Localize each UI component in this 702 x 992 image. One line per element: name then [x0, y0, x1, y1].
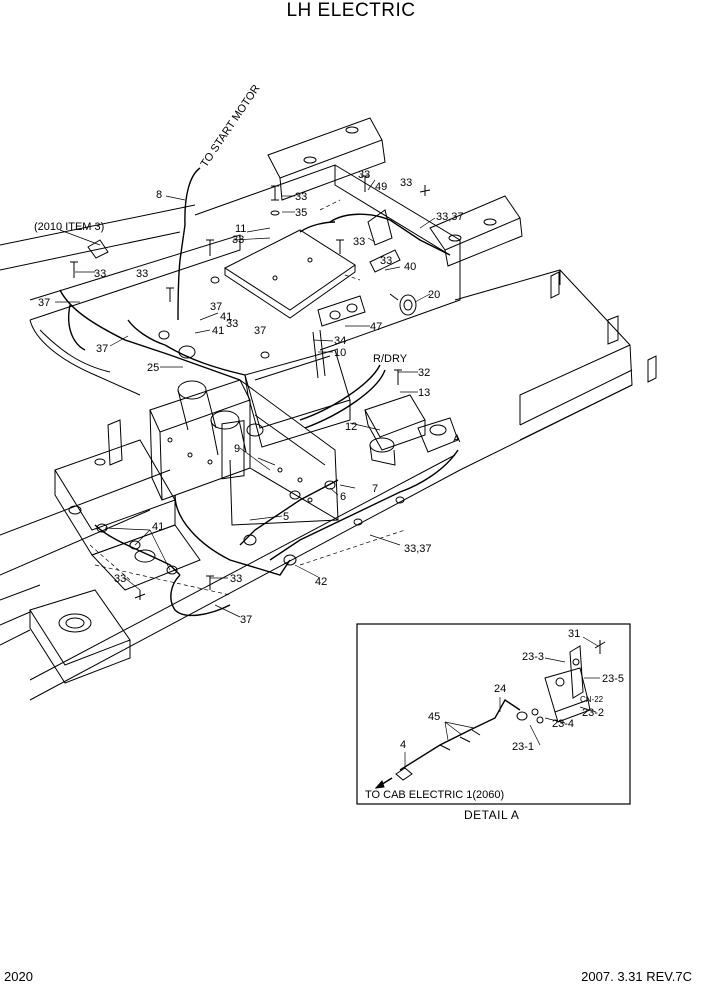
- callout-37b: 37: [210, 301, 222, 313]
- callout-37d: 37: [96, 343, 108, 355]
- callout-9: 9: [234, 443, 240, 455]
- callout-32: 32: [418, 367, 430, 379]
- label-to-start-motor: TO START MOTOR: [199, 83, 263, 170]
- upper-frame-structure: [0, 117, 657, 701]
- label-ref-2010: (2010 ITEM 3): [34, 221, 104, 233]
- callout-35: 35: [295, 207, 307, 219]
- control-box: [244, 329, 351, 448]
- callout-13: 13: [418, 387, 430, 399]
- revision-stamp: 2007. 3.31 REV.7C: [581, 969, 692, 984]
- callout-labels: TO START MOTOR (2010 ITEM 3) R/DRY A 8 3…: [34, 83, 624, 801]
- left-bracket-assembly: [54, 419, 201, 591]
- horn-and-brackets: [317, 209, 417, 327]
- callout-6: 6: [340, 491, 346, 503]
- callout-37c: 37: [254, 325, 266, 337]
- label-detail-ref: A: [453, 433, 461, 445]
- page-number: 2020: [4, 969, 33, 984]
- callout-25: 25: [147, 362, 159, 374]
- detail-a-caption: DETAIL A: [464, 808, 520, 822]
- detail-callout-23-1: 23-1: [512, 741, 534, 753]
- callout-34: 34: [334, 335, 346, 347]
- callout-8: 8: [156, 189, 162, 201]
- relay-unit: [364, 394, 459, 466]
- callout-37e: 37: [240, 614, 252, 626]
- detail-callout-23-2: 23-2: [582, 707, 604, 719]
- bolts: [70, 175, 431, 600]
- callout-33k: 33: [230, 573, 242, 585]
- callout-40: 40: [404, 261, 416, 273]
- callout-33h: 33: [136, 268, 148, 280]
- wire-harness: [59, 167, 459, 617]
- callout-33f: 33: [380, 255, 392, 267]
- callout-42: 42: [315, 576, 327, 588]
- panel-cover: [223, 229, 356, 319]
- detail-label-cn22: CN-22: [580, 695, 604, 704]
- callout-33a: 33: [295, 191, 307, 203]
- harness-clips: [96, 276, 405, 575]
- detail-callout-23-5: 23-5: [602, 673, 624, 685]
- detail-callout-31: 31: [568, 628, 580, 640]
- detail-callout-23-3: 23-3: [522, 651, 544, 663]
- callout-49: 49: [375, 181, 387, 193]
- callout-33j: 33: [114, 573, 126, 585]
- callout-33e: 33: [353, 236, 365, 248]
- callout-33c: 33: [358, 169, 370, 181]
- callout-47: 47: [370, 321, 382, 333]
- callout-41c: 41: [152, 521, 164, 533]
- detail-callout-23-4: 23-4: [552, 718, 574, 730]
- callout-41a: 41: [220, 311, 232, 323]
- callout-33-37b: 33,37: [404, 543, 432, 555]
- page-title: LH ELECTRIC: [286, 0, 416, 21]
- callout-41b: 41: [212, 325, 224, 337]
- callout-33g: 33: [94, 268, 106, 280]
- detail-a-frame: [356, 623, 631, 805]
- detail-label-to-cab: TO CAB ELECTRIC 1(2060): [365, 789, 504, 801]
- callout-7: 7: [372, 483, 378, 495]
- callout-10: 10: [334, 347, 346, 359]
- detail-a-contents: [374, 636, 606, 789]
- callout-12: 12: [345, 421, 357, 433]
- callout-5: 5: [283, 511, 289, 523]
- detail-callout-4: 4: [400, 739, 406, 751]
- callout-33d: 33: [400, 177, 412, 189]
- callout-33b: 33: [232, 234, 244, 246]
- callout-20: 20: [428, 289, 440, 301]
- callout-33-37a: 33,37: [436, 211, 464, 223]
- callout-11: 11: [235, 223, 246, 235]
- label-r-dry: R/DRY: [373, 353, 408, 365]
- detail-callout-24: 24: [494, 683, 506, 695]
- callout-37a: 37: [38, 297, 50, 309]
- ref-bracket: [87, 239, 109, 259]
- detail-callout-45: 45: [428, 711, 440, 723]
- leader-lines: [55, 179, 436, 618]
- callout-33i: 33: [226, 318, 238, 330]
- battery-box-group: [149, 379, 339, 526]
